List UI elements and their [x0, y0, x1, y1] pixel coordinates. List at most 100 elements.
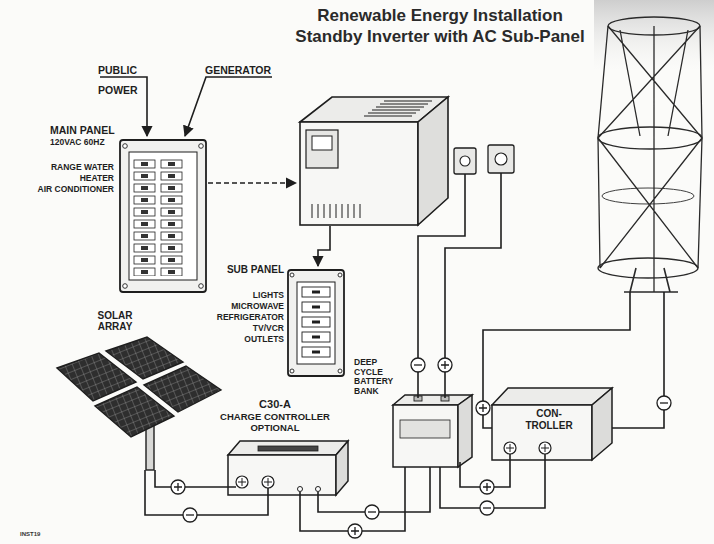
controller-negative-wire [440, 454, 545, 508]
wire-connector [300, 472, 405, 531]
screw [199, 144, 204, 149]
wire-stub [200, 486, 236, 488]
solar-panel [95, 387, 174, 437]
positive-symbol [348, 524, 362, 538]
screw [338, 369, 342, 373]
solar-array-drawing [57, 337, 221, 470]
vent-slots [312, 204, 360, 218]
panel-heading: SUB PANEL [208, 264, 284, 276]
panel-housing [120, 140, 206, 292]
battery-bank: DEEP CYCLE BATTERY BANK [350, 356, 475, 472]
knob-marks [506, 444, 549, 452]
battery-front [393, 405, 458, 467]
screw [123, 284, 128, 289]
wire-stub [405, 462, 460, 472]
battery-side [458, 395, 472, 467]
screw [338, 273, 342, 277]
negative-symbol [365, 505, 379, 519]
ac-feed [318, 226, 330, 266]
panel-heading: MAIN PANEL [50, 124, 134, 136]
positive-symbol [438, 358, 452, 372]
model-number: C30-A [210, 398, 340, 411]
screw [290, 369, 294, 373]
wire-stub [299, 492, 301, 505]
sub-panel-drawing [288, 270, 344, 376]
controller-side [336, 441, 348, 495]
inverter-side [418, 97, 448, 225]
turbine-wire [612, 292, 664, 428]
battery-drawing [393, 395, 472, 467]
panel-housing [288, 270, 344, 376]
controller-side [592, 388, 612, 460]
negative-symbol [411, 358, 425, 372]
turbine-struts [598, 26, 702, 292]
relay-box [312, 136, 332, 150]
display-slot [258, 446, 318, 451]
controller-front [228, 455, 336, 495]
arrow-line [185, 77, 272, 136]
positive-symbol [171, 480, 185, 494]
panel-face [129, 152, 197, 280]
component-label: SOLAR ARRAY [88, 310, 142, 332]
component-label: CHARGE CONTROLLER OPTIONAL [210, 411, 340, 433]
negative-symbol [183, 508, 197, 522]
wind-turbine [594, 0, 714, 292]
polarity-symbols [171, 358, 671, 538]
circuit-list: LIGHTS MICROWAVE REFRIGERATOR TV/VCR OUT… [214, 290, 284, 345]
wire-stub [509, 454, 511, 465]
wind-controller: CON- TROLLER [488, 380, 620, 465]
inverter-front [300, 122, 418, 225]
vent-slots [364, 101, 432, 116]
wiring [145, 173, 664, 515]
cable-connector [488, 145, 514, 173]
positive-symbol [480, 480, 494, 494]
inverter-drawing [300, 97, 514, 225]
panel-face [297, 282, 335, 364]
controller-front [492, 405, 592, 460]
turbine-ring [598, 127, 702, 149]
terminal [298, 487, 303, 492]
dashed-arrow [208, 182, 296, 184]
circuit-list: RANGE WATER HEATER AIR CONDITIONER [34, 162, 114, 195]
cable-connector [454, 148, 476, 174]
drawing-number: INST19 [20, 531, 60, 538]
main-panel-drawing [120, 140, 206, 292]
relay-box [306, 130, 338, 168]
cable-gland [460, 156, 470, 166]
charge-controller: C30-ACHARGE CONTROLLER OPTIONAL [200, 395, 350, 505]
sub-panel: SUB PANEL LIGHTS MICROWAVE REFRIGERATOR T… [208, 258, 348, 378]
solar-array: SOLAR ARRAY [50, 308, 230, 470]
inverter-cable [445, 173, 501, 398]
screw [123, 144, 128, 149]
turbine-ring [598, 258, 698, 278]
terminal [316, 487, 321, 492]
charge-controller-drawing [228, 441, 348, 495]
source-label: GENERATOR [205, 60, 285, 80]
negative-symbol [657, 396, 671, 410]
screw [199, 284, 204, 289]
breaker-toggles [312, 292, 320, 352]
knob-marks [238, 478, 272, 486]
main-panel: MAIN PANEL 120VAC 60HZ RANGE WATER HEATER … [30, 120, 210, 296]
source-label: PUBLIC POWER [98, 60, 152, 100]
positive-symbol [476, 401, 490, 415]
diagram-title: Renewable Energy Installation Standby In… [275, 5, 605, 47]
panel-rating: 120VAC 60HZ [50, 138, 134, 148]
turbine-wire [483, 292, 630, 428]
wind-controller-drawing [492, 388, 612, 460]
controller-top [228, 441, 348, 455]
component-label: DEEP CYCLE BATTERY BANK [354, 358, 400, 396]
turbine-ring [602, 188, 694, 204]
component-label: CON- TROLLER [514, 408, 584, 432]
cable-gland [495, 153, 507, 165]
breaker-rows [132, 158, 186, 276]
solar-negative-wire [145, 470, 268, 515]
negative-symbol [480, 501, 494, 515]
screw [290, 273, 294, 277]
turbine-base [624, 268, 678, 292]
battery-stripe [400, 420, 450, 438]
